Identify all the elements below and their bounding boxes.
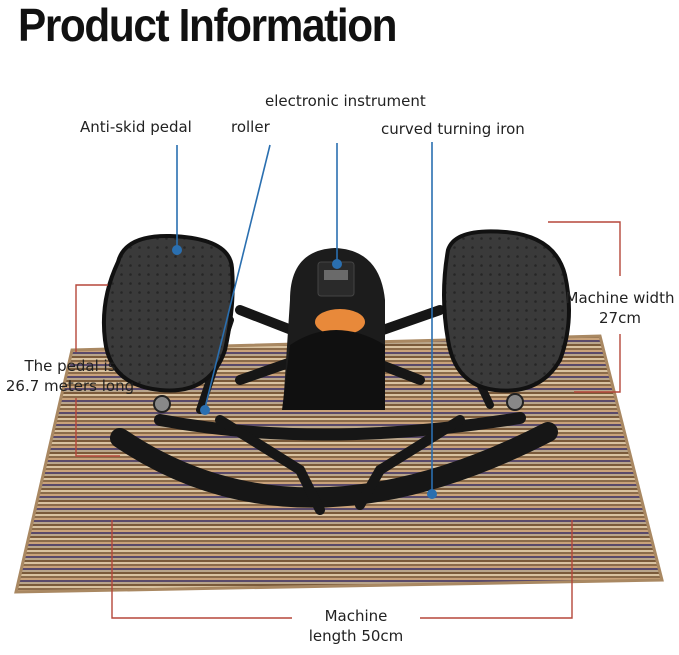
label-anti-skid-pedal: Anti-skid pedal [80, 118, 192, 136]
label-pedal-length-line1: The pedal is [24, 357, 116, 375]
label-machine-length-line2: length 50cm [308, 627, 404, 645]
left-pedal [101, 233, 235, 413]
central-unit [282, 248, 385, 410]
callout-lines [176, 142, 433, 492]
label-machine-length: Machine length 50cm [296, 606, 416, 646]
label-machine-width-line2: 27cm [599, 309, 641, 327]
label-machine-width-line1: Machine width [565, 289, 675, 307]
label-roller: roller [231, 118, 270, 136]
label-electronic-instrument: electronic instrument [265, 92, 426, 110]
callout-dots [172, 245, 437, 499]
label-pedal-length-line2: 26.7 meters long [5, 377, 135, 395]
rug [14, 334, 664, 594]
label-pedal-length: The pedal is 26.7 meters long [0, 356, 140, 396]
label-curved-turning-iron: curved turning iron [381, 120, 525, 138]
dimension-brackets [75, 221, 621, 619]
label-machine-width: Machine width 27cm [565, 288, 675, 328]
page-title: Product Information [18, 0, 398, 51]
label-machine-length-line1: Machine [324, 607, 388, 625]
right-pedal [442, 229, 571, 411]
